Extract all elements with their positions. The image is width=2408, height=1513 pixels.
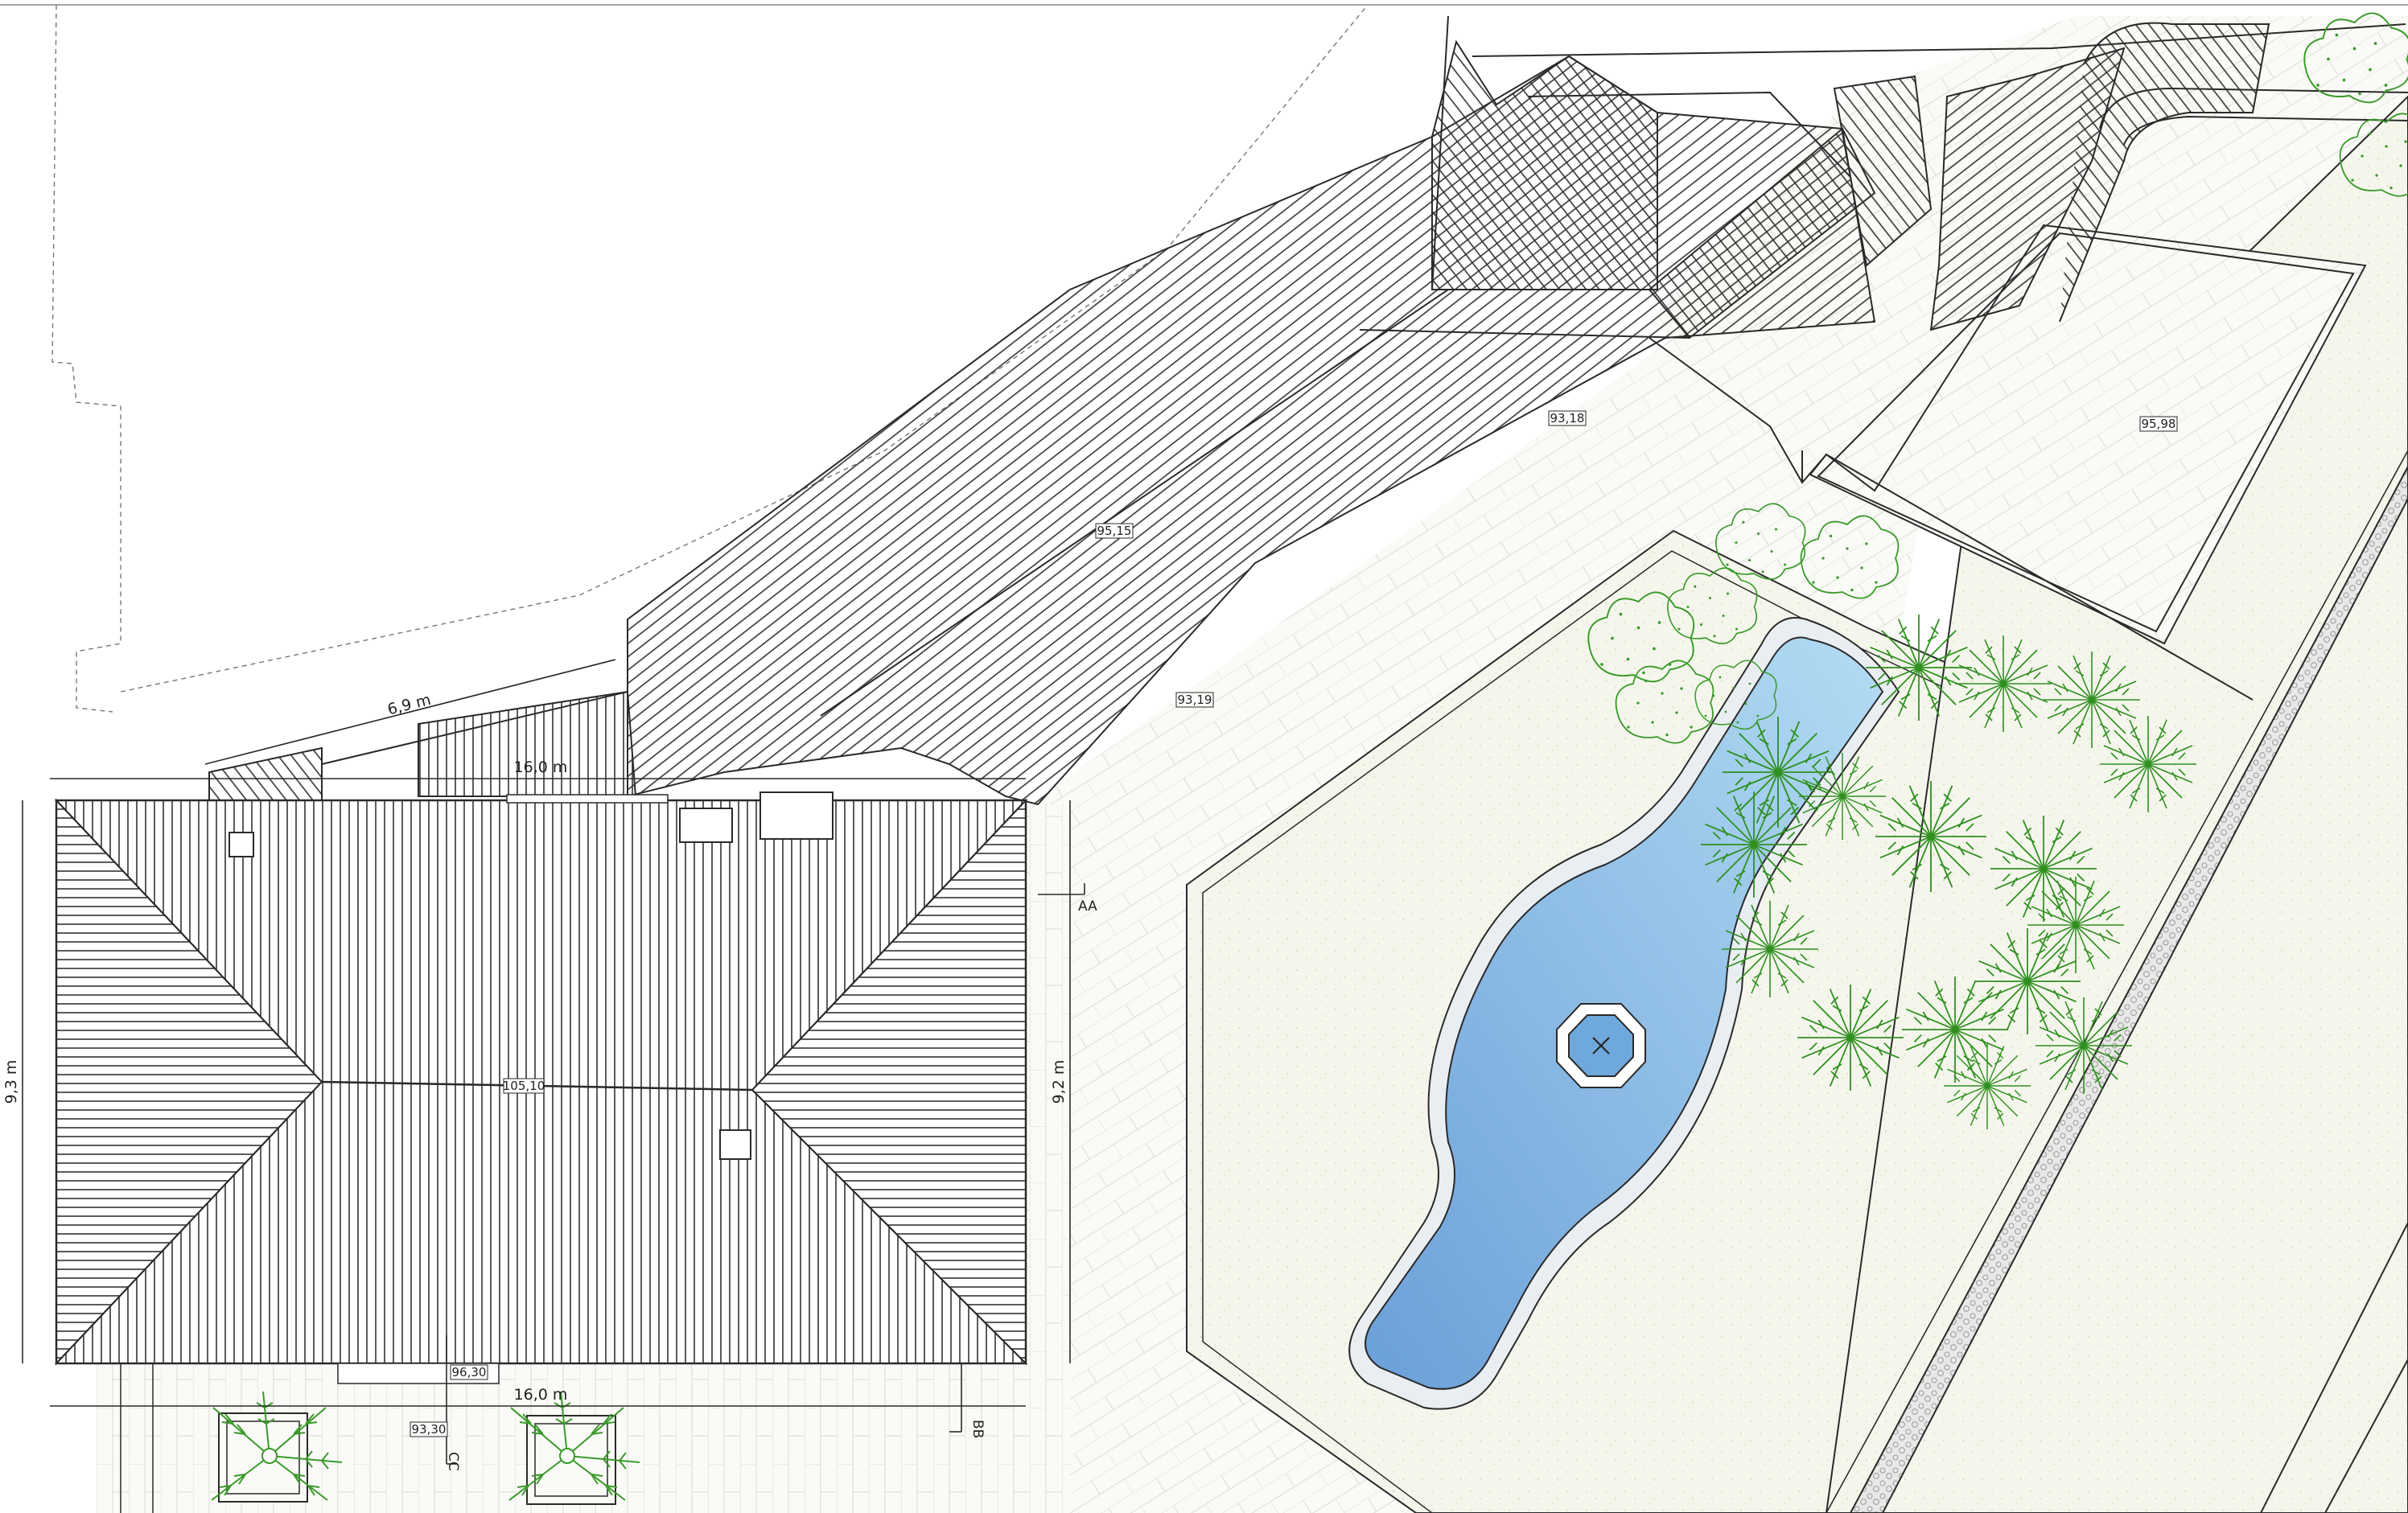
elevation-ramp-upper: 93,18 — [1548, 410, 1587, 426]
svg-text:95,15: 95,15 — [1097, 524, 1132, 538]
dimension-lines — [22, 659, 1085, 1465]
svg-text:93,18: 93,18 — [1550, 411, 1585, 426]
elevation-ramp-lower: 93,19 — [1175, 692, 1214, 708]
section-cc: CC — [445, 1452, 461, 1471]
elevation-ramp-mid: 95,15 — [1095, 523, 1134, 539]
gravel-strip — [1826, 450, 2408, 1513]
elevation-terrace: 95,98 — [2139, 416, 2178, 432]
house-roof — [54, 791, 1028, 1513]
elevation-labels: 105,10 93,18 93,19 95,15 95,98 96,30 93,… — [410, 410, 2178, 1437]
elevation-ridge: 105,10 — [503, 1078, 545, 1094]
svg-text:95,98: 95,98 — [2142, 417, 2176, 431]
svg-text:93,30: 93,30 — [412, 1422, 447, 1437]
dimension-labels: 6,9 m 16,0 m 16,0 m 9,3 m 9,2 m — [2, 691, 1068, 1404]
elevation-entrance: 96,30 — [450, 1364, 488, 1380]
site-outlines — [1359, 23, 2406, 701]
svg-text:96,30: 96,30 — [452, 1365, 487, 1379]
dim-house-depth-left: 9,3 m — [2, 1060, 20, 1104]
svg-text:93,19: 93,19 — [1178, 693, 1212, 707]
planters — [211, 1391, 640, 1505]
section-markers: AA BB CC — [445, 898, 1097, 1471]
section-aa: AA — [1078, 898, 1097, 915]
fountain-icon — [1556, 1003, 1646, 1088]
ramp-stairs — [208, 15, 2270, 806]
elevation-front-path: 93,30 — [410, 1421, 448, 1437]
dim-house-depth-right: 9,2 m — [1050, 1060, 1068, 1104]
section-bb: BB — [969, 1420, 986, 1438]
dim-house-width-top: 16,0 m — [514, 759, 568, 776]
dim-house-width-bottom: 16,0 m — [514, 1386, 568, 1404]
svg-text:105,10: 105,10 — [503, 1079, 545, 1093]
